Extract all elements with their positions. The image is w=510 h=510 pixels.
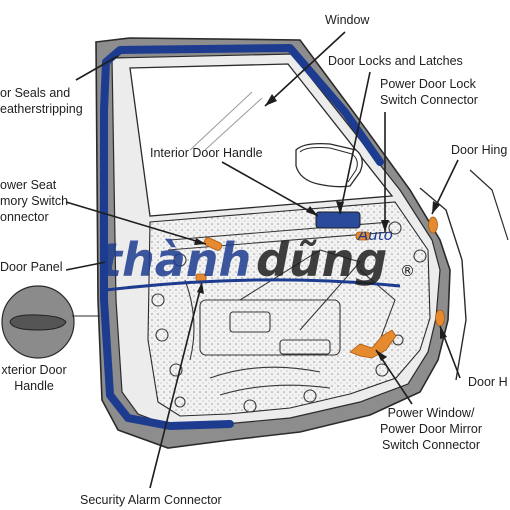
interior-handle-block — [315, 211, 361, 229]
logo-registered: ® — [400, 262, 415, 280]
label-window: Window — [325, 13, 370, 27]
watermark-logo: thành dũng Auto ® — [100, 232, 415, 292]
logo-swoosh — [105, 278, 401, 292]
connectors — [195, 216, 445, 359]
label-seals-line2: eatherstripping — [0, 102, 83, 116]
car-body-edge — [469, 169, 509, 241]
leader-arrowheads — [194, 94, 447, 361]
logo-text-second: dũng — [256, 233, 387, 287]
label-door-panel: Door Panel — [0, 260, 63, 274]
label-seals-line1: or Seals and — [0, 86, 71, 100]
label-power-window-line2: Power Door Mirror — [379, 422, 483, 436]
exterior-handle-icon — [9, 314, 67, 331]
label-security-alarm: Security Alarm Connector — [80, 493, 222, 507]
weatherstrip-seal — [100, 44, 384, 430]
logo-text-main: thành — [100, 233, 251, 287]
label-power-lock-line2: Switch Connector — [380, 93, 478, 107]
label-seat-line3: onnector — [0, 210, 49, 224]
label-exterior-line2: Handle — [14, 379, 54, 393]
power-window-switch-connector — [349, 329, 397, 359]
glass-reflection — [189, 91, 253, 151]
label-interior-handle: Interior Door Handle — [150, 146, 263, 160]
label-power-window-line3: Switch Connector — [382, 438, 480, 452]
label-seat-line1: ower Seat — [0, 178, 57, 192]
label-door-locks: Door Locks and Latches — [328, 54, 463, 68]
door-inner-panel — [147, 201, 431, 417]
power-lock-connector — [355, 231, 371, 241]
logo-text-small: Auto — [357, 232, 393, 244]
label-door-hinge-top: Door Hing — [451, 143, 508, 157]
label-door-hinge-bottom: Door H — [468, 375, 508, 389]
door-hinge-lower-connector — [435, 309, 445, 327]
label-power-lock-line1: Power Door Lock — [380, 77, 476, 91]
label-seat-line2: mory Switch — [0, 194, 69, 208]
label-exterior-line1: xterior Door — [1, 363, 67, 377]
door-hinge-upper-connector — [428, 216, 438, 234]
label-power-window-line1: Power Window/ — [387, 406, 475, 420]
seat-memory-connector — [203, 237, 223, 251]
glass-reflection — [204, 97, 263, 151]
side-mirror — [295, 142, 363, 188]
